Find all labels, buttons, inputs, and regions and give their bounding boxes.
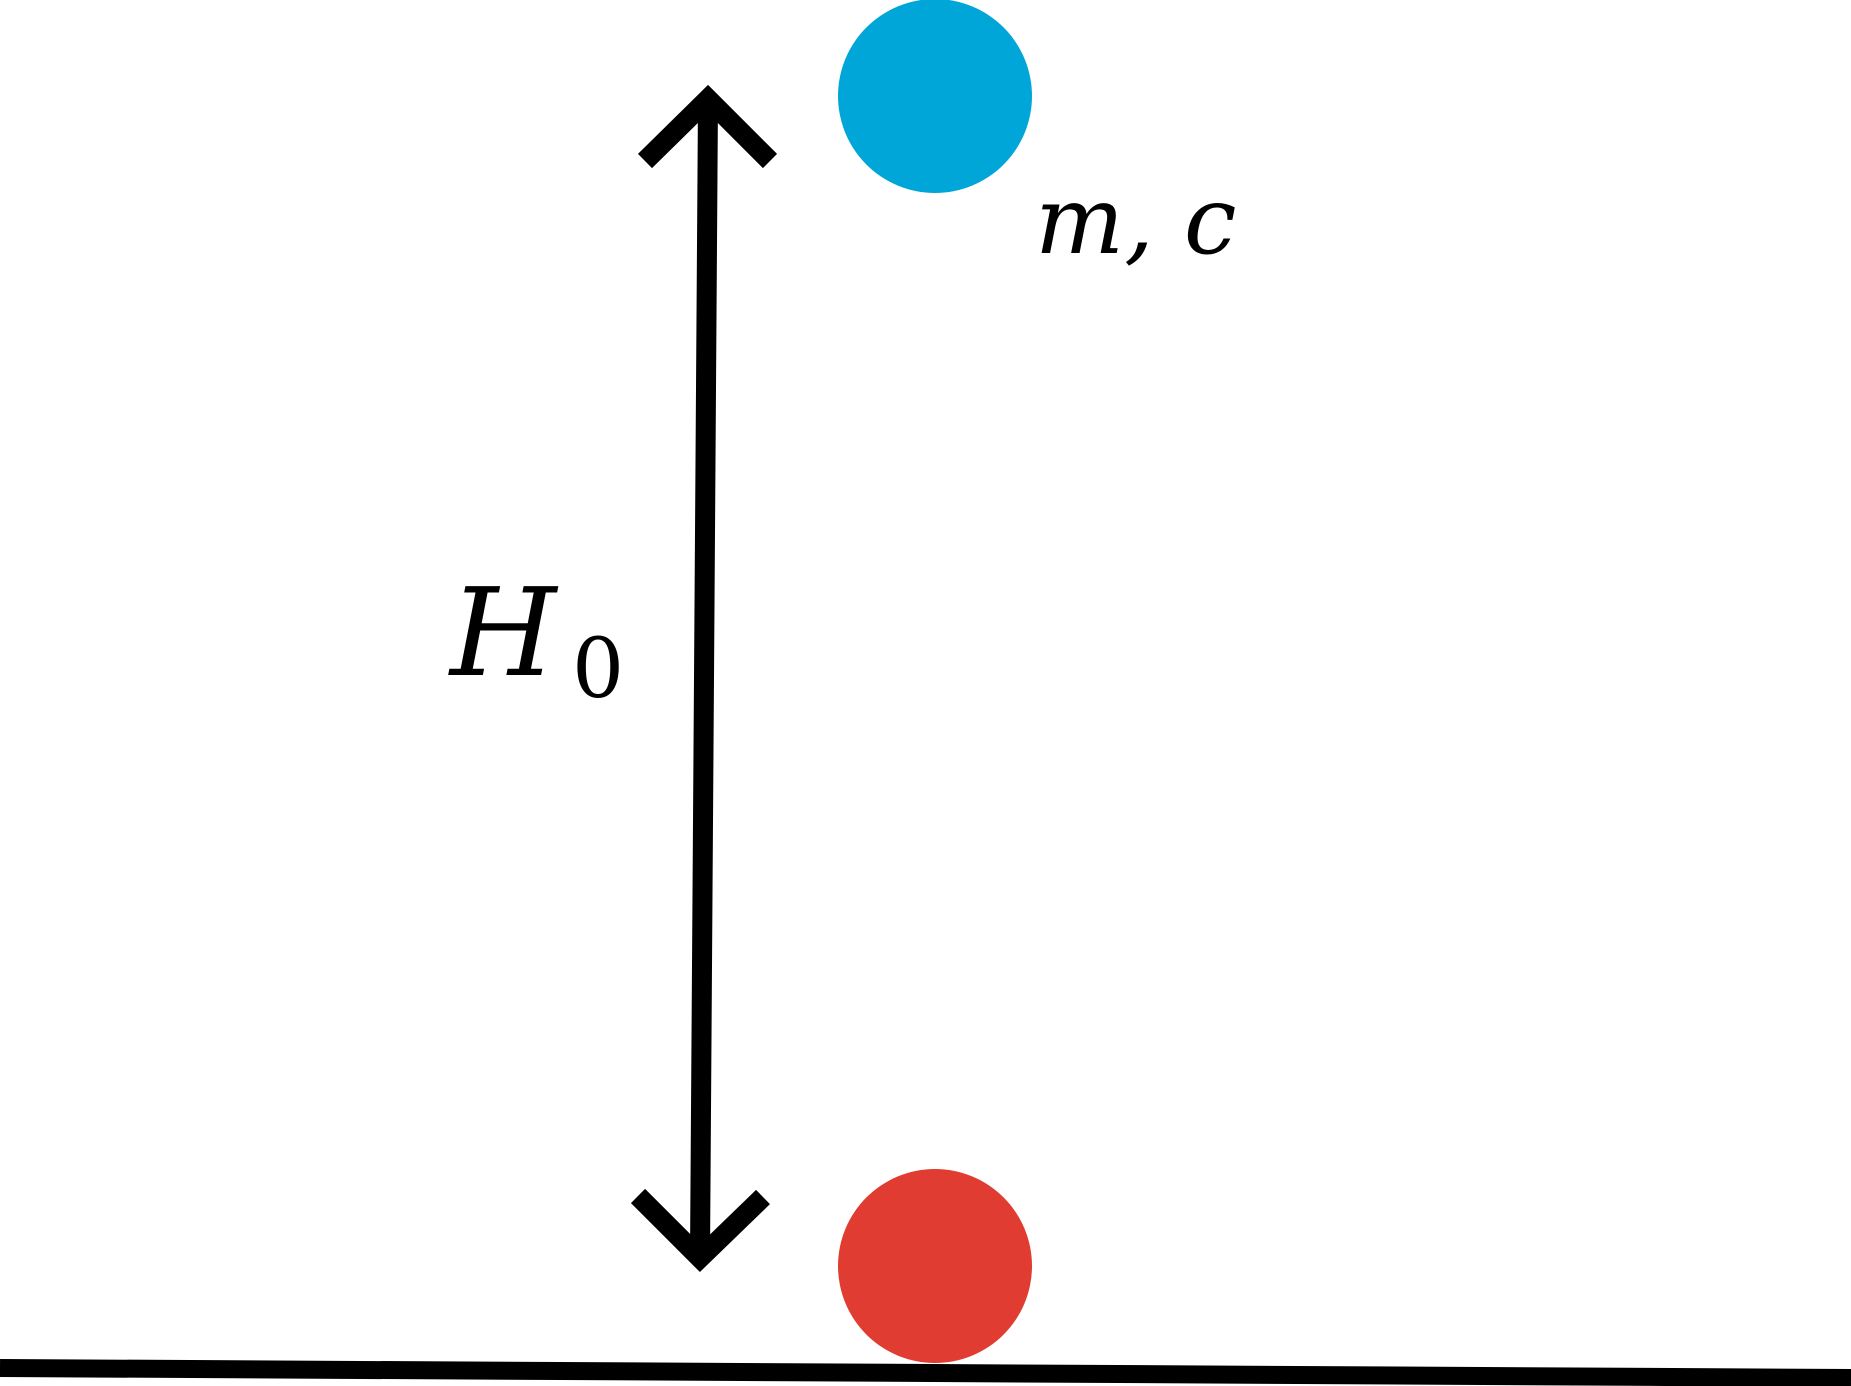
ground-line	[0, 1359, 1851, 1386]
height-arrow-shaft	[690, 99, 718, 1256]
height-arrow-head-bottom	[630, 1188, 770, 1273]
ball-top-initial	[838, 0, 1032, 193]
height-symbol: H	[448, 562, 559, 704]
height-subscript: 0	[572, 622, 624, 717]
height-label: H 0	[448, 562, 624, 717]
height-arrow	[630, 84, 778, 1273]
ball-bottom-ground	[838, 1169, 1032, 1363]
height-arrow-head-top	[637, 84, 778, 169]
ball-label: m, c	[1035, 167, 1237, 276]
